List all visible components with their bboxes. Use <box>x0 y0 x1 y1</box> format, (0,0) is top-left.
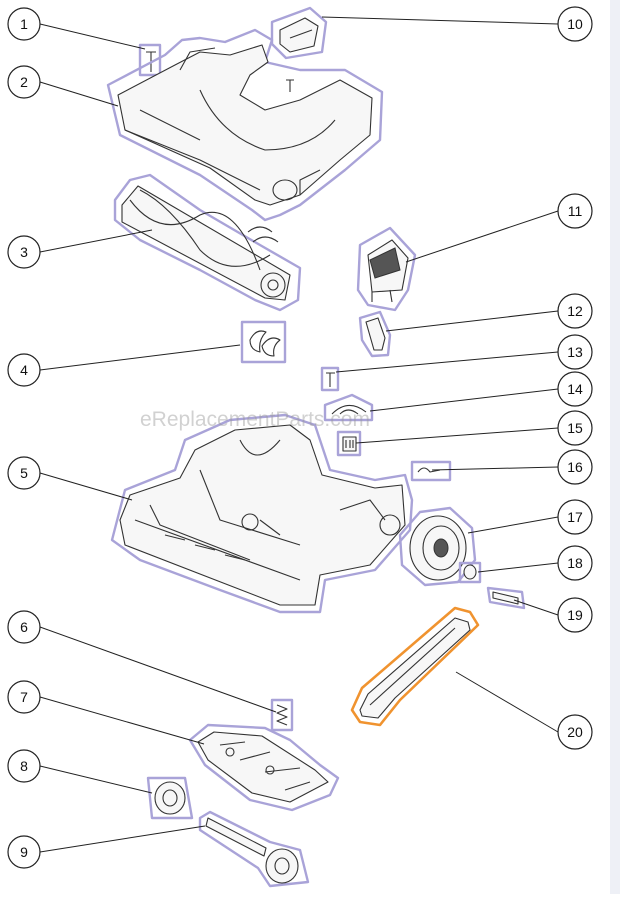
callout-11[interactable]: 11 <box>557 193 593 229</box>
part-11-switch[interactable] <box>356 226 417 312</box>
right-edge-strip <box>610 0 620 894</box>
callout-16[interactable]: 16 <box>557 449 593 485</box>
part-17-wheel[interactable] <box>398 506 477 587</box>
part-19-axle[interactable] <box>486 586 526 610</box>
svg-text:8: 8 <box>20 758 28 774</box>
part-4-bearings[interactable] <box>240 320 287 364</box>
svg-text:15: 15 <box>567 420 583 436</box>
part-8-wheel[interactable] <box>146 776 194 820</box>
callout-10[interactable]: 10 <box>557 6 593 42</box>
callout-18[interactable]: 18 <box>557 545 593 581</box>
callout-7[interactable]: 7 <box>7 680 41 714</box>
callout-20[interactable]: 20 <box>557 714 593 750</box>
svg-text:2: 2 <box>20 74 28 90</box>
svg-text:16: 16 <box>567 459 583 475</box>
leader-lines <box>39 16 559 853</box>
svg-text:10: 10 <box>567 16 583 32</box>
callout-5[interactable]: 5 <box>7 456 41 490</box>
callout-9[interactable]: 9 <box>7 835 41 869</box>
svg-text:7: 7 <box>20 689 28 705</box>
svg-text:17: 17 <box>567 509 583 525</box>
part-10-knob[interactable] <box>270 6 328 60</box>
part-6-spring[interactable] <box>270 698 294 732</box>
part-12-tab[interactable] <box>358 310 392 358</box>
brushroll-clips <box>247 226 279 243</box>
callout-6[interactable]: 6 <box>7 610 41 644</box>
part-3-brushroll[interactable] <box>113 173 302 312</box>
svg-text:1: 1 <box>20 16 28 32</box>
callout-4[interactable]: 4 <box>7 353 41 387</box>
svg-text:12: 12 <box>567 303 583 319</box>
part-18-bushing[interactable] <box>458 561 482 584</box>
callout-12[interactable]: 12 <box>557 293 593 329</box>
svg-text:6: 6 <box>20 619 28 635</box>
svg-text:11: 11 <box>568 203 583 219</box>
callout-3[interactable]: 3 <box>7 235 41 269</box>
watermark: eReplacementParts.com <box>140 408 370 431</box>
parts-diagram: eReplacementParts.com 1 2 3 4 5 6 7 8 9 … <box>7 6 593 888</box>
callout-17[interactable]: 17 <box>557 499 593 535</box>
loose-screw <box>286 79 294 92</box>
part-15-latch[interactable] <box>336 430 362 457</box>
svg-text:20: 20 <box>567 724 583 740</box>
svg-text:19: 19 <box>567 607 583 623</box>
part-16-clip[interactable] <box>410 460 452 482</box>
part-7-plate[interactable] <box>188 723 340 812</box>
callout-1[interactable]: 1 <box>7 7 41 41</box>
svg-text:13: 13 <box>567 344 583 360</box>
part-14-clamp[interactable] <box>323 393 374 422</box>
svg-text:4: 4 <box>20 362 28 378</box>
svg-text:3: 3 <box>20 244 28 260</box>
svg-text:5: 5 <box>20 465 28 481</box>
part-20-belt[interactable] <box>350 606 480 727</box>
part-13-screw[interactable] <box>320 366 340 392</box>
callout-19[interactable]: 19 <box>557 597 593 633</box>
callout-8[interactable]: 8 <box>7 749 41 783</box>
part-9-axle[interactable] <box>198 810 310 888</box>
svg-text:14: 14 <box>567 381 583 397</box>
part-2-hood[interactable] <box>106 28 384 222</box>
svg-text:9: 9 <box>20 844 28 860</box>
exploded-view-svg: eReplacementParts.com 1 2 3 4 5 6 7 8 9 … <box>7 6 593 888</box>
part-5-base[interactable] <box>110 413 414 614</box>
callout-14[interactable]: 14 <box>557 371 593 407</box>
callout-13[interactable]: 13 <box>557 334 593 370</box>
callout-2[interactable]: 2 <box>7 65 41 99</box>
svg-text:18: 18 <box>567 555 583 571</box>
callout-15[interactable]: 15 <box>557 410 593 446</box>
